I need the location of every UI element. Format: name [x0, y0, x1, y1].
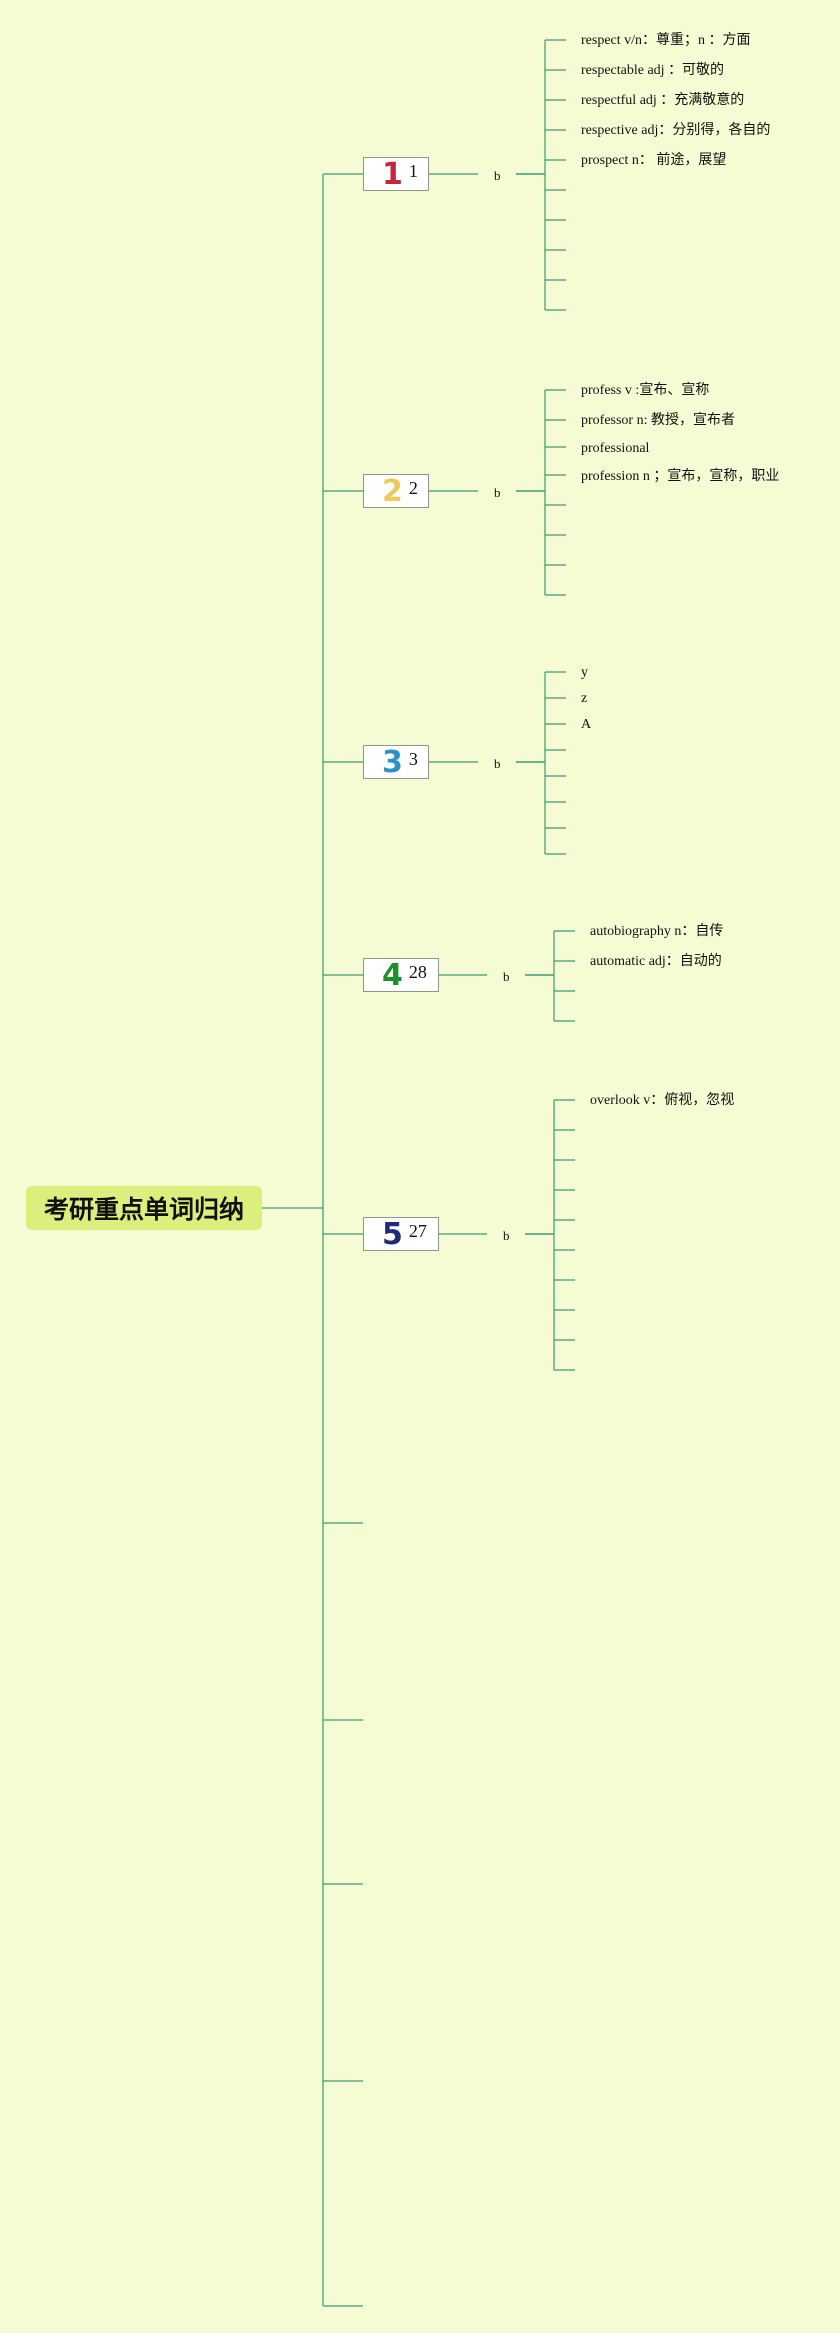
sub-node-3[interactable]: b: [494, 756, 501, 771]
branch-node-3[interactable]: 3 3: [363, 745, 429, 779]
leaf-item-2-1[interactable]: profess v :宣布、宣称: [581, 383, 710, 398]
number-badge-5: 5: [382, 1217, 403, 1252]
branch-node-5[interactable]: 5 27: [363, 1217, 439, 1251]
leaf-item-3-3[interactable]: A: [581, 717, 592, 732]
number-badge-4: 4: [382, 958, 403, 993]
branch-label-3: 3: [408, 748, 418, 769]
leaf-item-1-3[interactable]: respectful adj ：充满敬意的: [581, 93, 745, 108]
number-badge-3: 3: [382, 745, 403, 780]
branch-label-1: 1: [408, 160, 418, 181]
root-topic[interactable]: 考研重点单词归纳: [26, 1186, 262, 1230]
leaf-item-1-5[interactable]: prospect n： 前途，展望: [581, 153, 727, 168]
branch-node-2[interactable]: 2 2: [363, 474, 429, 508]
root-title: 考研重点单词归纳: [43, 1195, 244, 1224]
leaf-item-2-4[interactable]: profession n ；宣布，宣称，职业: [581, 469, 780, 484]
branch-label-5: 27: [408, 1220, 427, 1241]
branch-node-4[interactable]: 4 28: [363, 958, 439, 992]
leaf-item-5-1[interactable]: overlook v：俯视，忽视: [590, 1093, 735, 1108]
leaf-item-4-1[interactable]: autobiography n：自传: [590, 924, 724, 939]
branch-node-1[interactable]: 1 1: [363, 157, 429, 191]
branch-label-4: 28: [408, 961, 427, 982]
leaf-item-4-2[interactable]: automatic adj：自动的: [590, 954, 722, 969]
number-badge-1: 1: [382, 157, 403, 192]
leaf-item-2-2[interactable]: professor n: 教授，宣布者: [581, 413, 735, 428]
sub-node-1[interactable]: b: [494, 168, 501, 183]
sub-node-2[interactable]: b: [494, 485, 501, 500]
leaf-item-3-2[interactable]: z: [581, 691, 588, 706]
leaf-item-1-4[interactable]: respective adj：分别得，各自的: [581, 123, 771, 138]
leaf-item-3-1[interactable]: y: [581, 665, 588, 680]
sub-node-4[interactable]: b: [503, 969, 510, 984]
number-badge-2: 2: [382, 474, 403, 509]
leaf-item-1-1[interactable]: respect v/n：尊重；n ：方面: [581, 33, 751, 48]
leaf-item-1-2[interactable]: respectable adj ：可敬的: [581, 63, 725, 78]
sub-node-5[interactable]: b: [503, 1228, 510, 1243]
branch-label-2: 2: [408, 477, 418, 498]
leaf-item-2-3[interactable]: professional: [581, 441, 650, 456]
